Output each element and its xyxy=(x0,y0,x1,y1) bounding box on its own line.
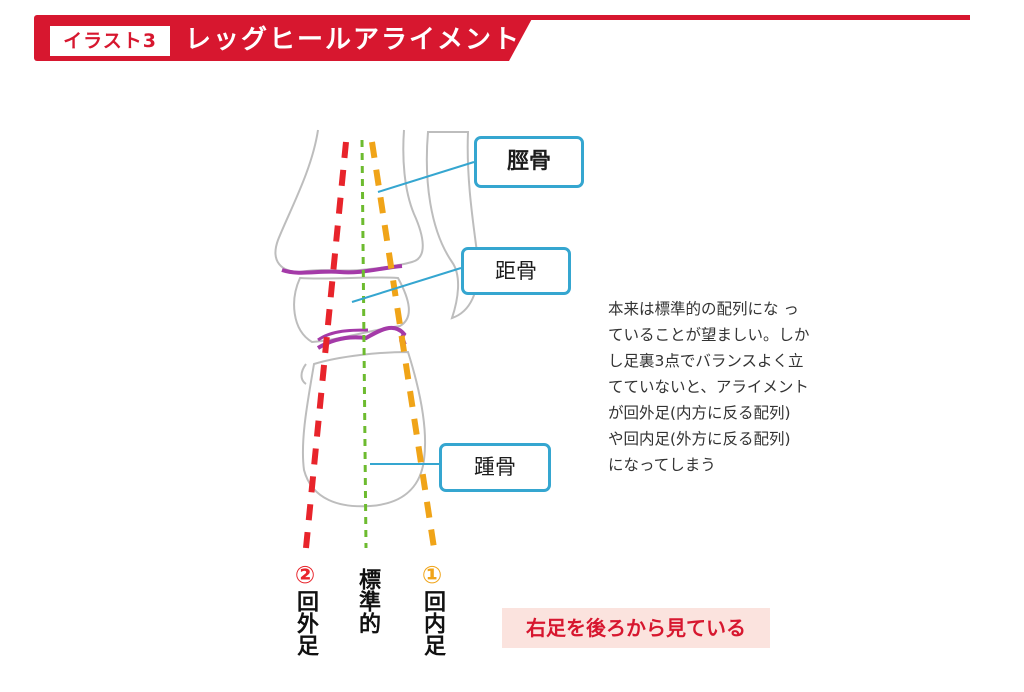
talus-leader-line xyxy=(351,267,462,303)
talus-bone xyxy=(293,276,410,344)
standard-label: 標準的 xyxy=(350,568,384,634)
supination-axis-line xyxy=(303,141,349,549)
talus-callout: 距骨 xyxy=(461,247,571,295)
calcaneus-bone xyxy=(301,350,427,508)
upper-joint-line xyxy=(281,264,403,275)
pronation-word: 回内足 xyxy=(420,590,445,656)
page-title: レッグヒールアライメント xyxy=(185,25,522,55)
calcaneus-callout: 踵骨 xyxy=(439,443,551,492)
supination-word: 回外足 xyxy=(293,590,318,656)
tibia-bone xyxy=(274,129,424,274)
tibia-callout: 脛骨 xyxy=(474,136,584,188)
pronation-number: ① xyxy=(421,561,443,589)
illustration-tag: イラスト3 xyxy=(50,26,170,56)
pronation-label: ① 回内足 xyxy=(415,560,449,656)
standard-word: 標準的 xyxy=(355,568,380,634)
view-note: 右足を後ろから見ている xyxy=(502,608,770,648)
supination-number: ② xyxy=(294,561,316,589)
standard-axis-line xyxy=(360,139,368,549)
header-rule xyxy=(96,15,970,20)
description-text: 本来は標準的の配列にな っ ていることが望ましい。しか し足裏3点でバランスよく… xyxy=(608,300,810,474)
pronation-axis-line xyxy=(369,141,437,549)
tibia-leader-line xyxy=(377,161,475,193)
supination-label: ② 回外足 xyxy=(288,560,322,656)
fibula-bone xyxy=(425,131,480,320)
